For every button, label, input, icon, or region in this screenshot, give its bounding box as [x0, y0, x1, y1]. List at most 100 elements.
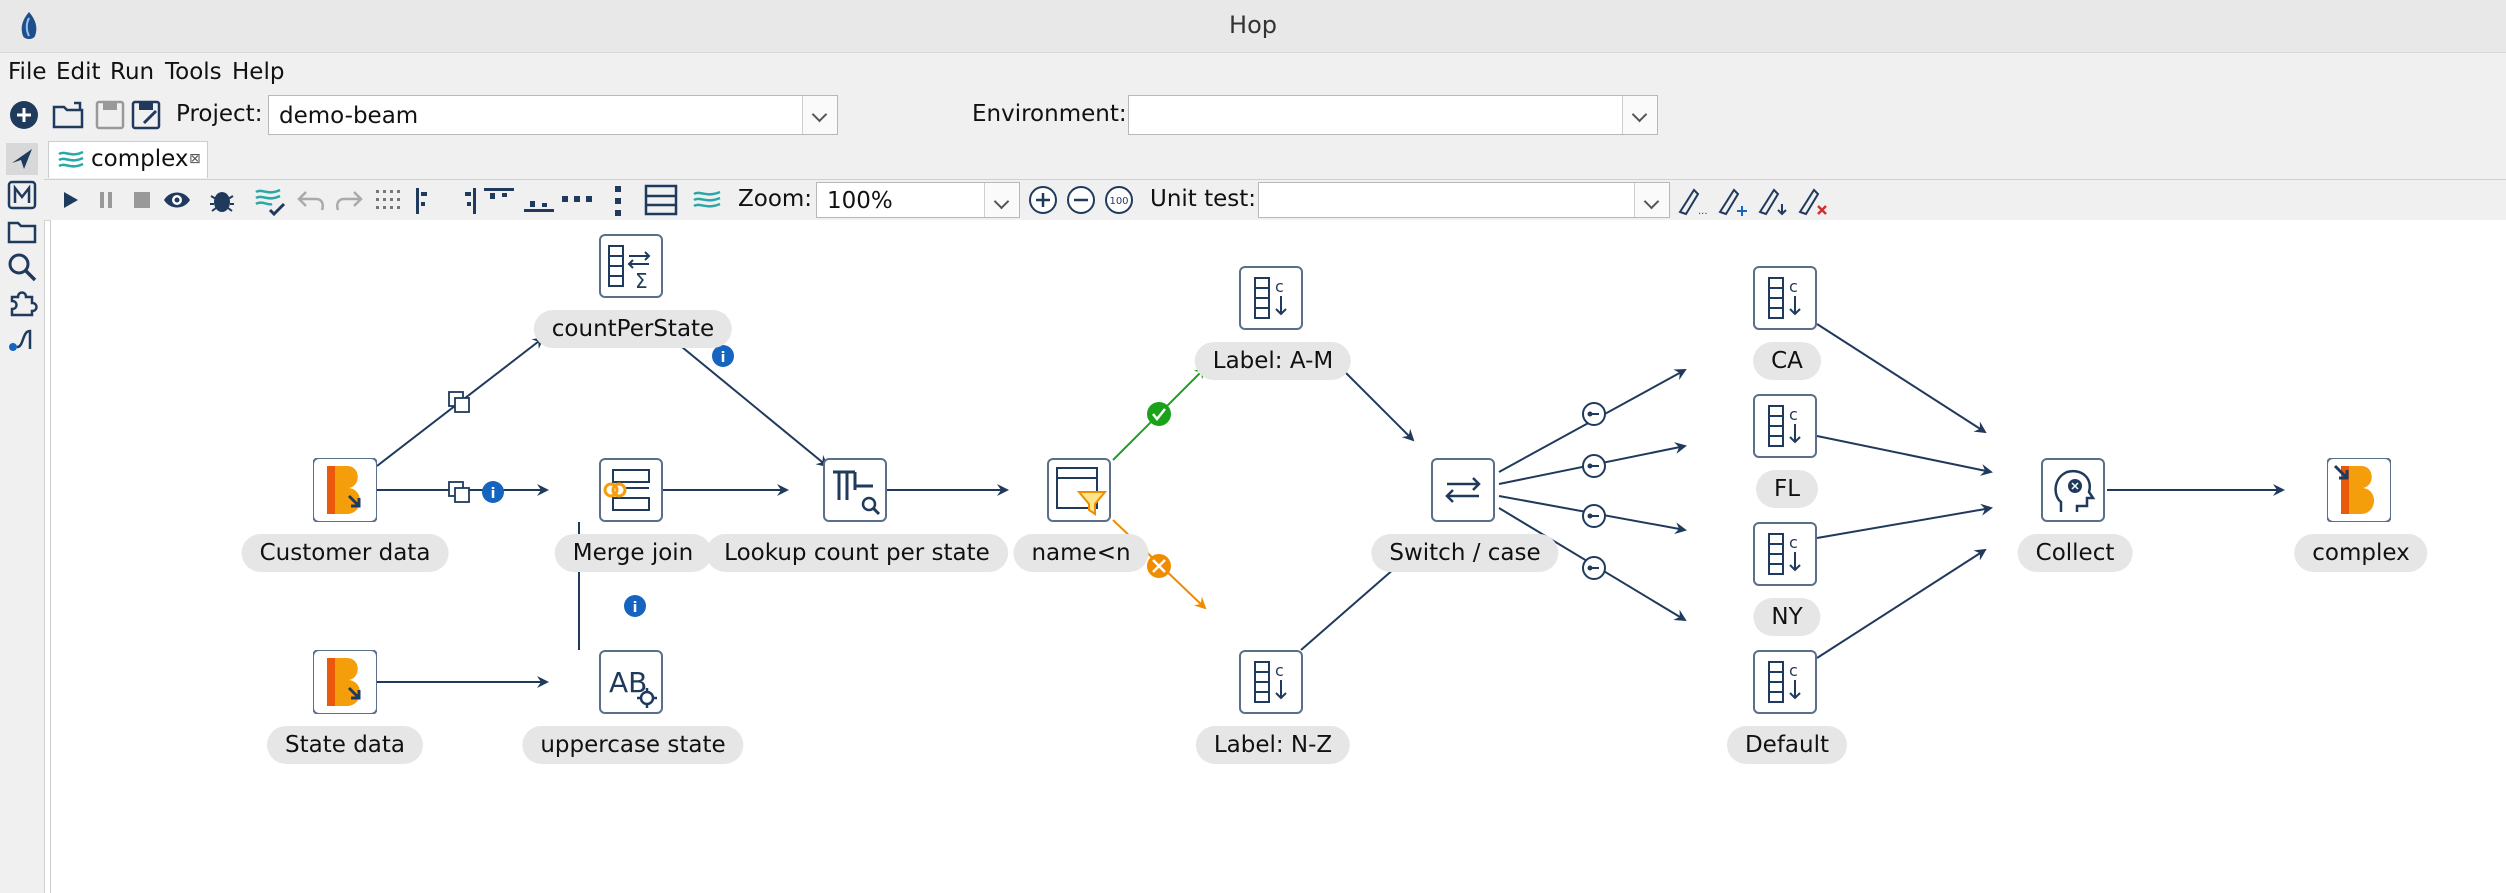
svg-text:i: i: [721, 350, 726, 366]
transform-label: Label: A-M: [1194, 342, 1352, 380]
pause-icon[interactable]: [96, 190, 116, 210]
chevron-down-icon[interactable]: [984, 183, 1019, 217]
save-as-icon[interactable]: [130, 99, 162, 131]
menu-help[interactable]: Help: [232, 59, 285, 85]
case-target-icon: [1582, 504, 1606, 528]
tab-complex[interactable]: complex ⊠: [48, 141, 208, 178]
merge-join-icon: [603, 469, 650, 511]
tab-label: complex: [91, 146, 189, 172]
project-label: Project:: [176, 101, 263, 127]
hop-labelnz-to-switch: [1300, 567, 1396, 651]
zoom-in-icon[interactable]: [1028, 185, 1058, 215]
transform-state-data[interactable]: [312, 649, 378, 715]
redo-icon[interactable]: [334, 188, 364, 212]
case-target-icon: [1582, 454, 1606, 478]
metadata-icon[interactable]: [6, 179, 38, 211]
unit-test-dataset-icon[interactable]: [1756, 186, 1790, 216]
beam-input-icon: [312, 649, 378, 715]
false-cross-icon: [1147, 554, 1171, 578]
transform-collect[interactable]: [2041, 458, 2105, 522]
environment-combo[interactable]: [1128, 95, 1658, 135]
add-constant-icon: c: [1768, 533, 1801, 575]
transform-default[interactable]: c: [1753, 650, 1817, 714]
plugin-icon[interactable]: [6, 287, 38, 319]
transform-label: Lookup count per state: [706, 534, 1008, 572]
menu-bar: File Edit Run Tools Help: [0, 53, 2506, 93]
transform-ca[interactable]: c: [1753, 266, 1817, 330]
transform-ny[interactable]: c: [1753, 522, 1817, 586]
chevron-down-icon[interactable]: [1634, 183, 1669, 217]
transform-label: Default: [1726, 726, 1848, 764]
menu-edit[interactable]: Edit: [56, 59, 101, 85]
zoom-combo[interactable]: 100%: [816, 182, 1020, 218]
pipeline-panel-icon[interactable]: [692, 188, 722, 212]
transform-merge-join[interactable]: [599, 458, 663, 522]
transform-filter[interactable]: [1047, 458, 1111, 522]
undo-icon[interactable]: [296, 188, 326, 212]
transform-label: CA: [1753, 342, 1821, 380]
unit-test-add-icon[interactable]: [1716, 186, 1750, 216]
hop-default-to-collect[interactable]: [1816, 548, 1987, 659]
close-icon[interactable]: ⊠: [189, 151, 201, 167]
pipeline-canvas[interactable]: i i i Σ countPerState Cus: [50, 220, 2506, 893]
hop-fl-to-collect[interactable]: [1816, 435, 1993, 476]
transform-switch-case[interactable]: [1431, 458, 1495, 522]
transform-label-nz[interactable]: c: [1239, 650, 1303, 714]
folder-icon[interactable]: [6, 215, 38, 247]
svg-text:c: c: [1789, 277, 1798, 296]
transform-label-am[interactable]: c: [1239, 266, 1303, 330]
hop-ca-to-collect[interactable]: [1816, 323, 1987, 434]
transform-panel-icon[interactable]: [644, 184, 678, 216]
distribute-vertical-icon[interactable]: [612, 186, 624, 216]
transform-label: Merge join: [554, 534, 712, 572]
svg-text:c: c: [1275, 661, 1284, 680]
unit-test-delete-icon[interactable]: [1796, 186, 1830, 216]
true-check-icon: [1147, 402, 1171, 426]
transform-label: FL: [1755, 470, 1819, 508]
transform-fl[interactable]: c: [1753, 394, 1817, 458]
stop-icon[interactable]: [132, 190, 152, 210]
transform-lookup[interactable]: [823, 458, 887, 522]
hop-labelam-to-switch[interactable]: [1340, 367, 1415, 442]
distribute-horizontal-icon[interactable]: [562, 192, 592, 208]
transform-countperstate[interactable]: Σ: [599, 234, 663, 298]
align-top-icon[interactable]: [484, 186, 514, 206]
chevron-down-icon[interactable]: [1622, 96, 1657, 134]
transform-uppercase[interactable]: AB: [599, 650, 663, 714]
run-icon[interactable]: [60, 190, 80, 210]
menu-tools[interactable]: Tools: [165, 59, 222, 85]
transform-customer-data[interactable]: [312, 457, 378, 523]
transform-label: uppercase state: [522, 726, 744, 764]
pipeline-toolbar: Zoom: 100% 100 Unit test: ...: [44, 180, 2506, 221]
search-icon[interactable]: [6, 251, 38, 283]
open-folder-icon[interactable]: [52, 99, 86, 131]
new-icon[interactable]: [8, 99, 40, 131]
unit-test-edit-icon[interactable]: ...: [1676, 186, 1710, 216]
align-bottom-icon[interactable]: [524, 194, 554, 214]
zoom-out-icon[interactable]: [1066, 185, 1096, 215]
menu-run[interactable]: Run: [110, 59, 155, 85]
add-constant-icon: c: [1768, 405, 1801, 447]
debug-bug-icon[interactable]: [208, 186, 236, 214]
hop-count-to-lookup[interactable]: [670, 337, 829, 468]
tab-bar: complex ⊠: [44, 139, 2506, 180]
pointer-icon[interactable]: [6, 143, 38, 175]
git-icon[interactable]: [6, 323, 38, 355]
align-left-icon[interactable]: [414, 188, 432, 214]
menu-file[interactable]: File: [8, 59, 47, 85]
info-icon: i: [482, 481, 504, 503]
project-combo[interactable]: demo-beam: [268, 95, 838, 135]
svg-text:c: c: [1275, 277, 1284, 296]
transform-label: countPerState: [533, 310, 733, 348]
zoom-100-icon[interactable]: 100: [1104, 185, 1134, 215]
save-icon[interactable]: [94, 99, 126, 131]
check-pipeline-icon[interactable]: [254, 186, 286, 216]
snap-grid-icon[interactable]: [374, 188, 402, 212]
chevron-down-icon[interactable]: [802, 96, 837, 134]
window-title: Hop: [1229, 11, 1277, 39]
transform-complex-output[interactable]: [2326, 457, 2392, 523]
hop-ny-to-collect[interactable]: [1816, 503, 1993, 539]
align-right-icon[interactable]: [460, 188, 478, 214]
preview-eye-icon[interactable]: [162, 186, 192, 214]
unit-test-combo[interactable]: [1258, 182, 1670, 218]
